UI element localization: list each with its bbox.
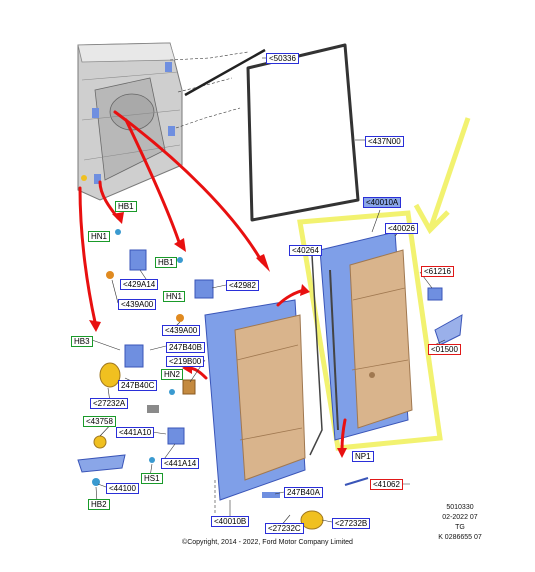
part-label-43758[interactable]: <43758 [83, 416, 116, 427]
part-label-42982[interactable]: <42982 [226, 280, 259, 291]
highlight-frame [297, 117, 471, 451]
part-label-50336[interactable]: <50336 [266, 53, 299, 64]
part-label-441a14[interactable]: <441A14 [161, 458, 200, 469]
part-label-40026[interactable]: <40026 [385, 223, 418, 234]
part-label-61216[interactable]: <61216 [421, 266, 454, 277]
copyright-notice: ©Copyright, 2014 - 2022, Ford Motor Comp… [182, 539, 353, 546]
part-label-hb3[interactable]: HB3 [71, 336, 93, 347]
ref-code: TG [455, 524, 465, 531]
part-label-27232a[interactable]: <27232A [90, 398, 129, 409]
part-label-247b40c[interactable]: 247B40C [118, 380, 158, 391]
part-label-429a14[interactable]: <429A14 [120, 279, 159, 290]
part-label-219b00[interactable]: <219B00 [166, 356, 205, 367]
part-label-hb2[interactable]: HB2 [88, 499, 110, 510]
part-label-44100[interactable]: <44100 [106, 483, 139, 494]
part-label-01500[interactable]: <01500 [428, 344, 461, 355]
red-arrows [78, 110, 347, 452]
part-label-40010b[interactable]: <40010B [211, 516, 250, 527]
part-label-hn1-lower[interactable]: HN1 [163, 291, 186, 302]
door-seal-437N00 [246, 43, 360, 222]
part-label-hs1[interactable]: HS1 [141, 473, 163, 484]
part-label-hb1-upper[interactable]: HB1 [115, 201, 137, 212]
side-parts [309, 254, 463, 486]
hardware-parts [77, 229, 324, 530]
part-label-439a00-upper[interactable]: <439A00 [118, 299, 157, 310]
seal-strip-50336 [184, 48, 266, 97]
part-label-hn2[interactable]: HN2 [161, 369, 184, 380]
part-label-439a00-lower[interactable]: <439A00 [162, 325, 201, 336]
part-label-hb1-lower[interactable]: HB1 [155, 257, 177, 268]
part-label-247b40a[interactable]: 247B40A [284, 487, 323, 498]
part-label-27232c[interactable]: <27232C [265, 523, 304, 534]
part-label-41062[interactable]: <41062 [370, 479, 403, 490]
part-label-np1[interactable]: NP1 [352, 451, 374, 462]
left-door-assembly [204, 299, 306, 515]
part-label-441a10[interactable]: <441A10 [116, 427, 155, 438]
part-label-hn1-upper[interactable]: HN1 [88, 231, 111, 242]
part-label-437n00[interactable]: <437N00 [365, 136, 404, 147]
part-label-27232b[interactable]: <27232B [332, 518, 371, 529]
ref-number: 5010330 [446, 504, 474, 511]
leader-lines [169, 51, 249, 129]
ref-id: K 0286655 07 [438, 534, 482, 541]
part-label-247b40b[interactable]: 247B40B [166, 342, 205, 353]
ref-date: 02-2022 07 [442, 514, 478, 521]
reference-info: 5010330 02-2022 07 TG K 0286655 07 [425, 503, 495, 543]
part-label-40010a[interactable]: <40010A [363, 197, 402, 208]
part-label-40264[interactable]: <40264 [289, 245, 322, 256]
right-door-assembly [319, 231, 413, 441]
